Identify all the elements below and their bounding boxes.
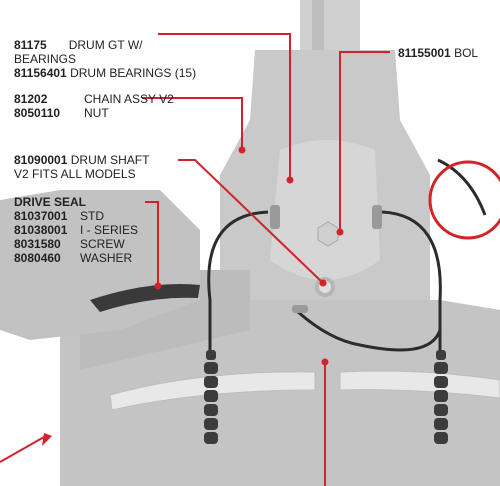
group-title: DRIVE SEAL (14, 195, 138, 209)
part-number: 81155001 (398, 46, 451, 60)
part-number: 81156401 (14, 66, 67, 80)
part-description: I - SERIES (80, 223, 138, 237)
part-description: DRUM SHAFT (71, 153, 150, 167)
part-number: 81175 (14, 38, 47, 52)
part-description: DRUM GT W/ (55, 38, 143, 52)
part-number: 81202 (14, 92, 72, 106)
part-description: NUT (72, 106, 109, 120)
label-shaft: 81090001 DRUM SHAFT V2 FITS ALL MODELS (14, 153, 149, 181)
part-number: 81038001 (14, 223, 80, 237)
part-number: 81090001 (14, 153, 67, 167)
highlight-circle (430, 162, 500, 238)
part-number: 81037001 (14, 209, 80, 223)
part-note: V2 FITS ALL MODELS (14, 167, 149, 181)
part-description: CHAIN ASSY V2 (72, 92, 174, 106)
part-number: 8031580 (14, 237, 80, 251)
part-description: SCREW (80, 237, 125, 251)
label-drum: 81175 DRUM GT W/ BEARINGS 81156401 DRUM B… (14, 38, 196, 80)
part-description: BOL (454, 46, 478, 60)
arrow-head (42, 433, 52, 446)
part-description: WASHER (80, 251, 132, 265)
part-number: 8080460 (14, 251, 80, 265)
part-number: 8050110 (14, 106, 72, 120)
part-description: STD (80, 209, 104, 223)
part-description: DRUM BEARINGS (15) (70, 66, 196, 80)
label-bolt: 81155001 BOL (398, 46, 478, 60)
part-description-cont: BEARINGS (14, 52, 196, 66)
